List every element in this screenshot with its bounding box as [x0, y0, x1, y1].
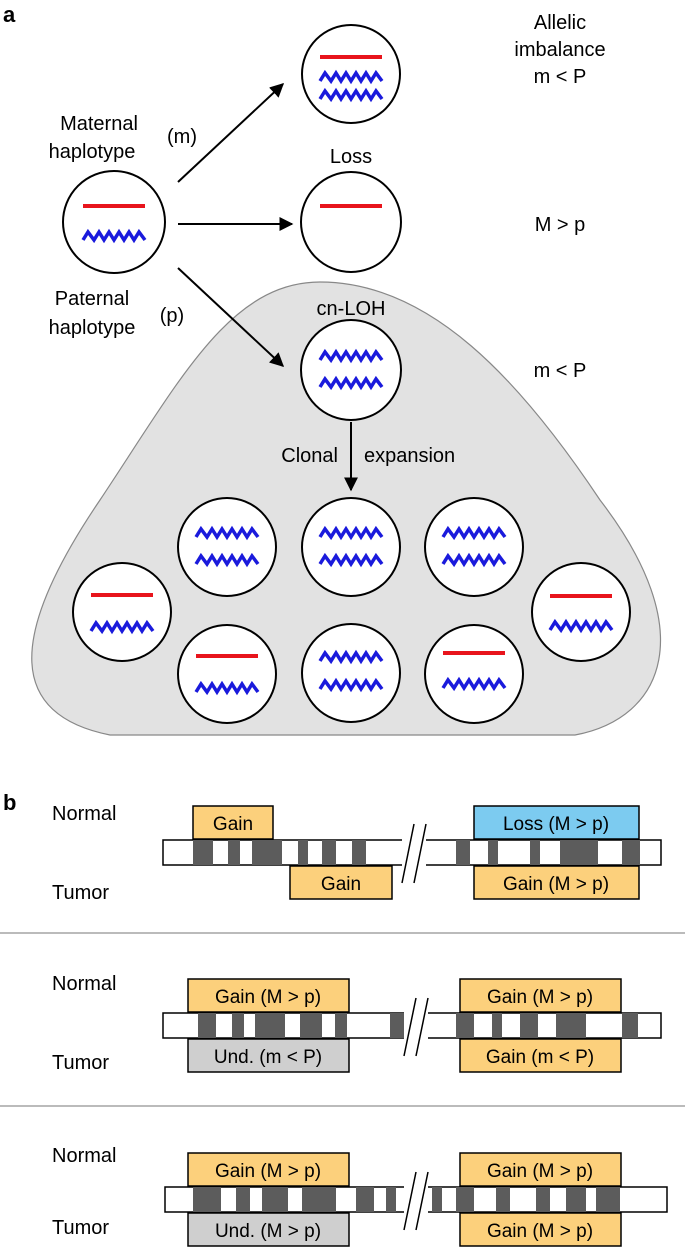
daughter-cell-cnloh: [301, 623, 401, 723]
chromosome-ideogram: [164, 1171, 668, 1231]
loss-cell: [300, 171, 402, 273]
comparison-row-3: Normal Tumor Gain (M > p) Gain (M > p): [52, 1145, 668, 1247]
segment-box: [289, 865, 393, 900]
segment-label: Gain (M > p): [215, 1161, 321, 1182]
chromosome-ideogram: [162, 823, 662, 884]
maternal-label-line1: Maternal: [60, 113, 138, 135]
tumor-label: Tumor: [52, 1217, 109, 1239]
segment-label: Gain (M > p): [487, 987, 593, 1008]
segment-box: [459, 1212, 622, 1247]
loss-title: Loss: [330, 146, 372, 168]
chromosome-ideogram: [162, 997, 662, 1057]
daughter-cell-cnloh: [301, 497, 401, 597]
comparison-row-2: Normal Tumor Gain (M > p) Gain (M > p): [52, 973, 662, 1074]
segment-label: Gain (M > p): [503, 874, 609, 895]
paternal-label-line2: haplotype: [49, 317, 136, 339]
clonal-label: Clonal: [281, 445, 338, 467]
segment-label: Gain (M > p): [215, 987, 321, 1008]
allelic-ratio: m < P: [534, 66, 587, 88]
segment-box: [187, 1212, 350, 1247]
daughter-cell-normal: [531, 562, 631, 662]
paternal-label-line1: Paternal: [55, 288, 130, 310]
segment-box: [459, 1038, 622, 1073]
segment-label: Und. (M > p): [215, 1221, 321, 1242]
daughter-cell-normal: [177, 624, 277, 724]
daughter-cell-normal: [72, 562, 172, 662]
cnloh-ratio: m < P: [534, 360, 587, 382]
daughter-cell-cnloh: [177, 497, 277, 597]
panel-b-letter: b: [3, 790, 16, 815]
arrow-to-allelic-imbalance: [177, 83, 285, 183]
m-arrow-label: (m): [167, 126, 197, 148]
segment-box: [459, 978, 622, 1013]
segment-box: [187, 1152, 350, 1187]
segment-label: Gain (M > p): [487, 1161, 593, 1182]
tumor-label: Tumor: [52, 882, 109, 904]
segment-label: Loss (M > p): [503, 814, 609, 835]
segment-label: Und. (m < P): [214, 1047, 322, 1068]
source-cell: [62, 170, 166, 274]
tumor-label: Tumor: [52, 1052, 109, 1074]
daughter-cell-cnloh: [424, 497, 524, 597]
expansion-label: expansion: [364, 445, 455, 467]
segment-label: Gain: [213, 814, 253, 835]
segment-box: [473, 805, 640, 840]
cnloh-title: cn-LOH: [317, 298, 386, 320]
p-arrow-label: (p): [160, 305, 184, 327]
segment-box: [459, 1152, 622, 1187]
allelic-label-line2: imbalance: [514, 39, 605, 61]
allelic-label-line1: Allelic: [534, 12, 586, 34]
arrow-to-cnloh: [177, 267, 285, 367]
segment-box: [192, 805, 274, 840]
normal-label: Normal: [52, 803, 116, 825]
segment-label: Gain (M > p): [487, 1221, 593, 1242]
loss-ratio: M > p: [535, 214, 586, 236]
panel-a: a Maternal haplotype Paternal haplotype …: [3, 2, 662, 736]
panel-b: b Normal Tumor Gain Loss (M > p): [0, 790, 685, 1247]
segment-label: Gain: [321, 874, 361, 895]
daughter-cell-normal: [424, 624, 524, 724]
segment-box: [473, 865, 640, 900]
segment-label: Gain (m < P): [486, 1047, 594, 1068]
normal-label: Normal: [52, 973, 116, 995]
maternal-label-line2: haplotype: [49, 141, 136, 163]
panel-a-letter: a: [3, 2, 16, 27]
comparison-row-1: Normal Tumor Gain Loss (M > p): [52, 803, 662, 904]
allelic-imbalance-cell: [301, 24, 401, 124]
segment-box: [187, 978, 350, 1013]
cnloh-cell: [300, 319, 402, 421]
segment-box: [187, 1038, 350, 1073]
normal-label: Normal: [52, 1145, 116, 1167]
